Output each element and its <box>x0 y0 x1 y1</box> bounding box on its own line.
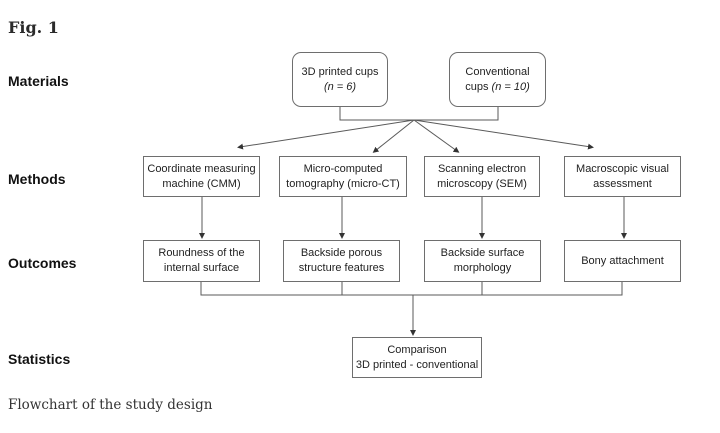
arrow-to-method-sem <box>413 119 460 153</box>
outcome-bony-line1: Bony attachment <box>581 254 664 267</box>
row-label-statistics: Statistics <box>8 351 71 367</box>
outcome-porous-line2: structure features <box>298 262 385 274</box>
material-3d-count: (n = 6) <box>323 80 357 93</box>
material-conv-line1: Conventional <box>465 65 530 78</box>
statistics-line1: Comparison <box>387 343 447 356</box>
material-3d-line1: 3D printed cups <box>301 65 379 78</box>
method-microct-line2: tomography (micro-CT) <box>286 177 400 190</box>
outcome-roundness: Roundness of the internal surface <box>143 240 260 282</box>
material-conv-count: (n = 10) <box>491 80 530 93</box>
material-3d-printed-cups: 3D printed cups (n = 6) <box>292 52 388 107</box>
arrow-to-method-visual <box>413 119 594 150</box>
material-conventional-cups: Conventional cups (n = 10) <box>449 52 546 107</box>
figure-caption: Flowchart of the study design <box>8 397 213 413</box>
material-conv-prefix: cups <box>465 80 492 93</box>
outcome-bony-attachment: Bony attachment <box>564 240 681 282</box>
arrow-to-method-microct <box>372 119 415 153</box>
statistics-comparison: Comparison 3D printed - conventional <box>352 337 482 378</box>
arrow-to-method-cmm <box>237 119 415 150</box>
outcome-roundness-line1: Roundness of the <box>158 247 245 259</box>
outcomes-merge-connector <box>200 282 623 296</box>
outcome-morphology-line1: Backside surface <box>440 247 525 259</box>
method-sem: Scanning electron microscopy (SEM) <box>424 156 540 197</box>
materials-merge-connector <box>339 107 499 121</box>
method-sem-line2: microscopy (SEM) <box>437 177 527 190</box>
method-cmm-line1: Coordinate measuring <box>147 162 256 175</box>
statistics-line2: 3D printed - conventional <box>355 358 479 371</box>
method-cmm: Coordinate measuring machine (CMM) <box>143 156 260 197</box>
method-micro-ct: Micro-computed tomography (micro-CT) <box>279 156 407 197</box>
row-label-outcomes: Outcomes <box>8 255 77 271</box>
row-label-materials: Materials <box>8 73 69 89</box>
figure-title: Fig. 1 <box>8 18 59 37</box>
method-microct-line1: Micro-computed <box>303 162 383 175</box>
method-visual-line2: assessment <box>593 177 652 190</box>
method-visual-line1: Macroscopic visual <box>576 162 669 175</box>
outcome-porous-structure: Backside porous structure features <box>283 240 400 282</box>
row-label-methods: Methods <box>8 171 66 187</box>
method-macroscopic-visual: Macroscopic visual assessment <box>564 156 681 197</box>
outcome-porous-line1: Backside porous <box>300 247 383 259</box>
outcome-roundness-line2: internal surface <box>163 262 240 274</box>
outcome-surface-morphology: Backside surface morphology <box>424 240 541 282</box>
outcome-morphology-line2: morphology <box>453 262 512 274</box>
method-sem-line1: Scanning electron <box>437 162 527 175</box>
method-cmm-line2: machine (CMM) <box>162 177 241 190</box>
